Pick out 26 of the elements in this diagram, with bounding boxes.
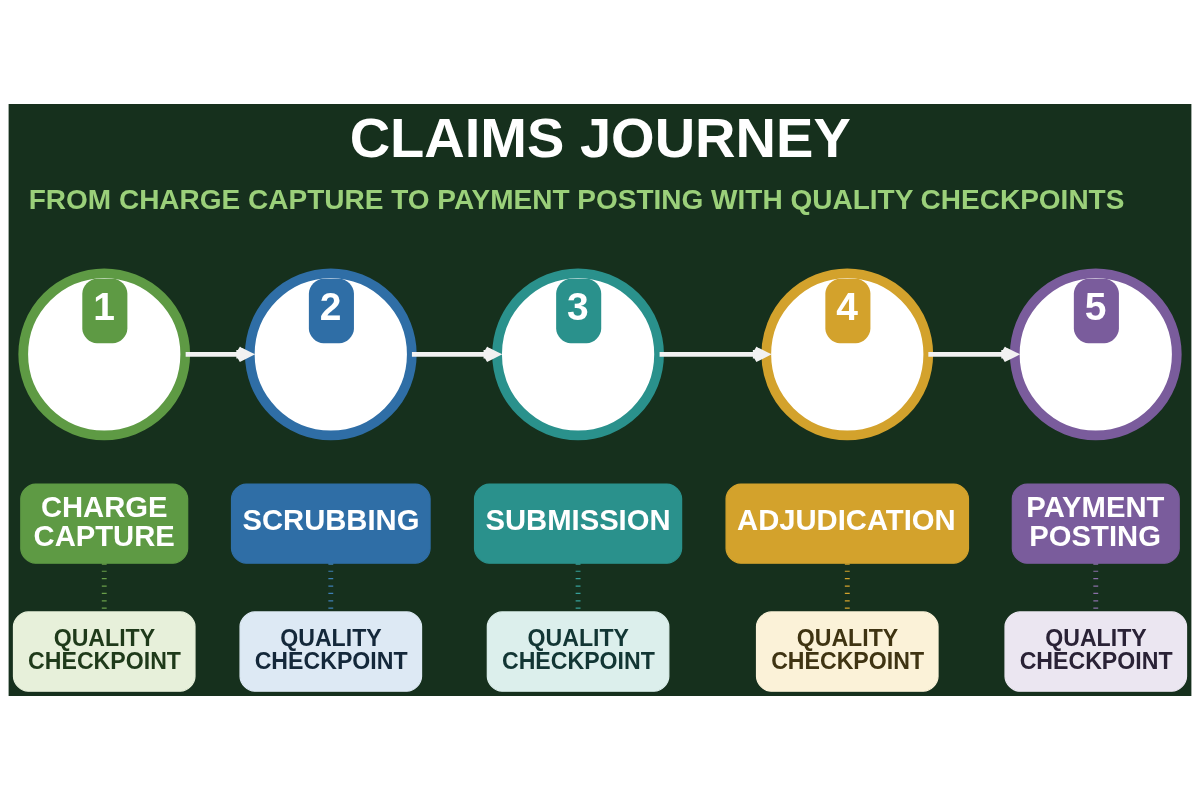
node-circle: 2 [244, 268, 417, 441]
node-box: QUALITY CHECKPOINT [1004, 611, 1188, 692]
node-box: PAYMENT POSTING [1011, 483, 1180, 564]
node-box: QUALITY CHECKPOINT [12, 611, 196, 692]
node-circle: 5 [1009, 268, 1182, 441]
node-box: QUALITY CHECKPOINT [486, 611, 670, 692]
label: FROM CHARGE CAPTURE TO PAYMENT POSTING WITH QUALITY CHECKPOINTS [28, 183, 1125, 215]
arrow [185, 346, 253, 363]
arrow [928, 346, 1018, 363]
node-box: ADJUDICATION [725, 483, 970, 564]
node-circle: 3 [492, 268, 664, 441]
node-box: SCRUBBING [230, 483, 431, 564]
node-circle: 1 [18, 268, 191, 441]
node-box: CHARGE CAPTURE [20, 483, 189, 564]
diagram-title: CLAIMS JOURNEY [349, 106, 851, 170]
connector [844, 563, 850, 612]
connector [328, 563, 334, 612]
connector [1093, 563, 1099, 612]
node-circle: 4 [761, 268, 934, 441]
arrow [659, 346, 769, 363]
node-box: QUALITY CHECKPOINT [239, 611, 423, 692]
node-box: SUBMISSION [473, 483, 683, 564]
node-box: QUALITY CHECKPOINT [755, 611, 939, 692]
connector [101, 563, 107, 612]
arrow [411, 346, 500, 363]
connector [575, 563, 581, 612]
